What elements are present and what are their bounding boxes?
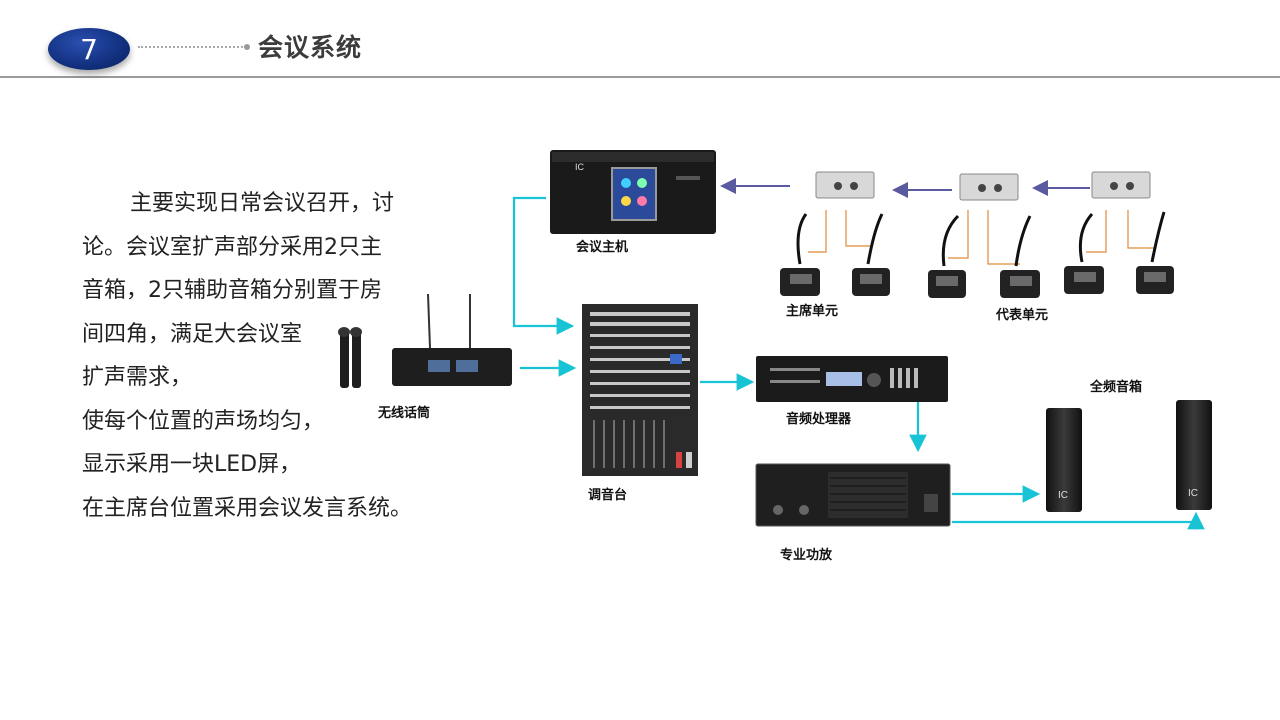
description-line: 论。会议室扩声部分采用2只主 (82, 234, 382, 260)
interface-box (815, 171, 875, 199)
svg-text:IC: IC (1058, 490, 1068, 501)
svg-text:IC: IC (1188, 488, 1198, 499)
label-conference-host: 会议主机 (576, 240, 629, 255)
label-power-amp: 专业功放 (780, 548, 833, 563)
mic-unit (780, 213, 820, 296)
power-amplifier-device (755, 463, 951, 527)
label-full-range-speaker: 全频音箱 (1090, 380, 1143, 395)
description-line: 主要实现日常会议召开，讨 (130, 191, 395, 216)
header-divider (0, 76, 1280, 78)
description-line: 在主席台位置采用会议发言系统。 (82, 495, 413, 521)
handheld-mic (338, 327, 362, 388)
speaker-left: IC (1046, 408, 1082, 512)
label-mixer: 调音台 (588, 488, 628, 503)
description-line: 使每个位置的声场均匀， (82, 408, 325, 434)
amp-to-speaker-right-link (952, 511, 1205, 530)
description-line: 显示采用一块LED屏， (82, 452, 302, 477)
conference-host-device: IC (550, 150, 716, 234)
interface-box (1091, 171, 1151, 199)
page-title: 会议系统 (258, 33, 363, 62)
wireless-receiver-device (392, 293, 512, 386)
mic-unit (1000, 215, 1040, 298)
description-line: 扩声需求， (82, 365, 193, 390)
mixer-device (582, 304, 698, 476)
description-text: 主要实现日常会议召开，讨 论。会议室扩声部分采用2只主 音箱，2只辅助音箱分别置… (82, 182, 442, 530)
audio-processor-device (756, 356, 948, 402)
host-to-mixer-link (512, 196, 575, 335)
mic-unit (1064, 213, 1104, 294)
page-number: 7 (80, 32, 98, 66)
svg-text:IC: IC (575, 162, 585, 172)
description-line: 间四角，满足大会议室 (82, 321, 303, 347)
label-audio-processor: 音频处理器 (786, 412, 852, 427)
description-line: 音箱，2只辅助音箱分别置于房 (82, 278, 382, 303)
interface-box (959, 173, 1019, 201)
label-delegate-unit: 代表单元 (996, 308, 1049, 323)
mic-unit (1136, 211, 1174, 294)
label-wireless-mic: 无线话筒 (378, 406, 431, 421)
mic-unit (852, 213, 890, 296)
orange-wires (808, 210, 1156, 265)
page-number-badge: 7 (48, 28, 130, 70)
speaker-right: IC (1176, 400, 1212, 510)
title-dotted-line (138, 46, 246, 48)
label-chairman-unit: 主席单元 (786, 304, 839, 319)
mic-unit (928, 214, 966, 298)
title-dot (244, 44, 250, 50)
